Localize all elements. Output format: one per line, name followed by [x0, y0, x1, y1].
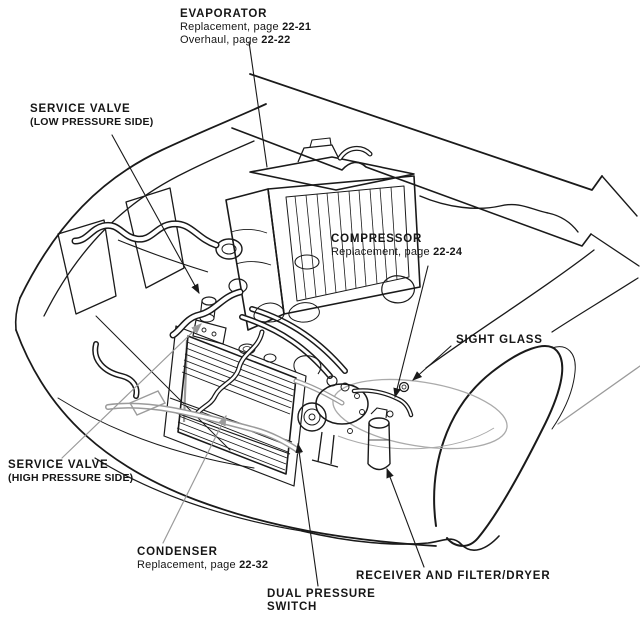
- label-service-valve-low: SERVICE VALVE (LOW PRESSURE SIDE): [30, 103, 153, 129]
- leader-receiver: [386, 467, 425, 568]
- condenser-title: CONDENSER: [137, 546, 218, 558]
- label-sight-glass: SIGHT GLASS: [456, 334, 543, 347]
- dual-pressure-title-line1: DUAL PRESSURE: [267, 588, 376, 600]
- label-receiver: RECEIVER AND FILTER/DRYER: [356, 570, 551, 583]
- leader-service-valve-high: [61, 323, 202, 459]
- evaporator-ribs: [294, 186, 398, 300]
- service-valve-high-title: SERVICE VALVE: [8, 459, 109, 471]
- receiver-dryer-drawing: [367, 407, 394, 471]
- leader-sight-glass: [412, 345, 452, 381]
- leader-condenser: [162, 414, 227, 544]
- condenser-fins-top: [181, 341, 296, 415]
- label-condenser: CONDENSER Replacement, page 22-32: [137, 546, 268, 572]
- wheel-arch: [433, 345, 640, 547]
- service-valve-low-part: [192, 296, 277, 363]
- compressor-drawing: [293, 355, 369, 468]
- receiver-title: RECEIVER AND FILTER/DRYER: [356, 570, 551, 582]
- headlight: [332, 378, 508, 450]
- ac-hoses: [71, 146, 373, 418]
- label-service-valve-high: SERVICE VALVE (HIGH PRESSURE SIDE): [8, 459, 133, 485]
- sight-glass-title: SIGHT GLASS: [456, 334, 543, 346]
- condenser-sub1: Replacement, page 22-32: [137, 559, 269, 571]
- leader-evaporator: [248, 41, 268, 168]
- engine-bay-shapes: [253, 254, 415, 323]
- compressor-title: COMPRESSOR: [331, 233, 423, 245]
- evaporator-sub1: Replacement, page 22-21: [180, 21, 312, 33]
- leader-compressor: [393, 265, 429, 399]
- label-dual-pressure-switch: DUAL PRESSURE SWITCH: [267, 588, 376, 614]
- service-valve-low-subtitle: (LOW PRESSURE SIDE): [30, 116, 154, 128]
- label-compressor: COMPRESSOR Replacement, page 22-24: [331, 233, 462, 259]
- leader-service-valve-low: [111, 134, 200, 294]
- leader-dual-pressure-switch: [295, 442, 319, 587]
- evaporator-sub2: Overhaul, page 22-22: [180, 34, 291, 46]
- service-valve-low-title: SERVICE VALVE: [30, 103, 131, 115]
- evaporator-title: EVAPORATOR: [180, 8, 268, 20]
- condenser-drawing: [163, 325, 307, 487]
- compressor-sub1: Replacement, page 22-24: [331, 246, 463, 258]
- service-valve-high-subtitle: (HIGH PRESSURE SIDE): [8, 472, 134, 484]
- dual-pressure-title-line2: SWITCH: [267, 601, 318, 613]
- sight-glass-part: [351, 381, 414, 418]
- label-evaporator: EVAPORATOR Replacement, page 22-21 Overh…: [180, 8, 311, 47]
